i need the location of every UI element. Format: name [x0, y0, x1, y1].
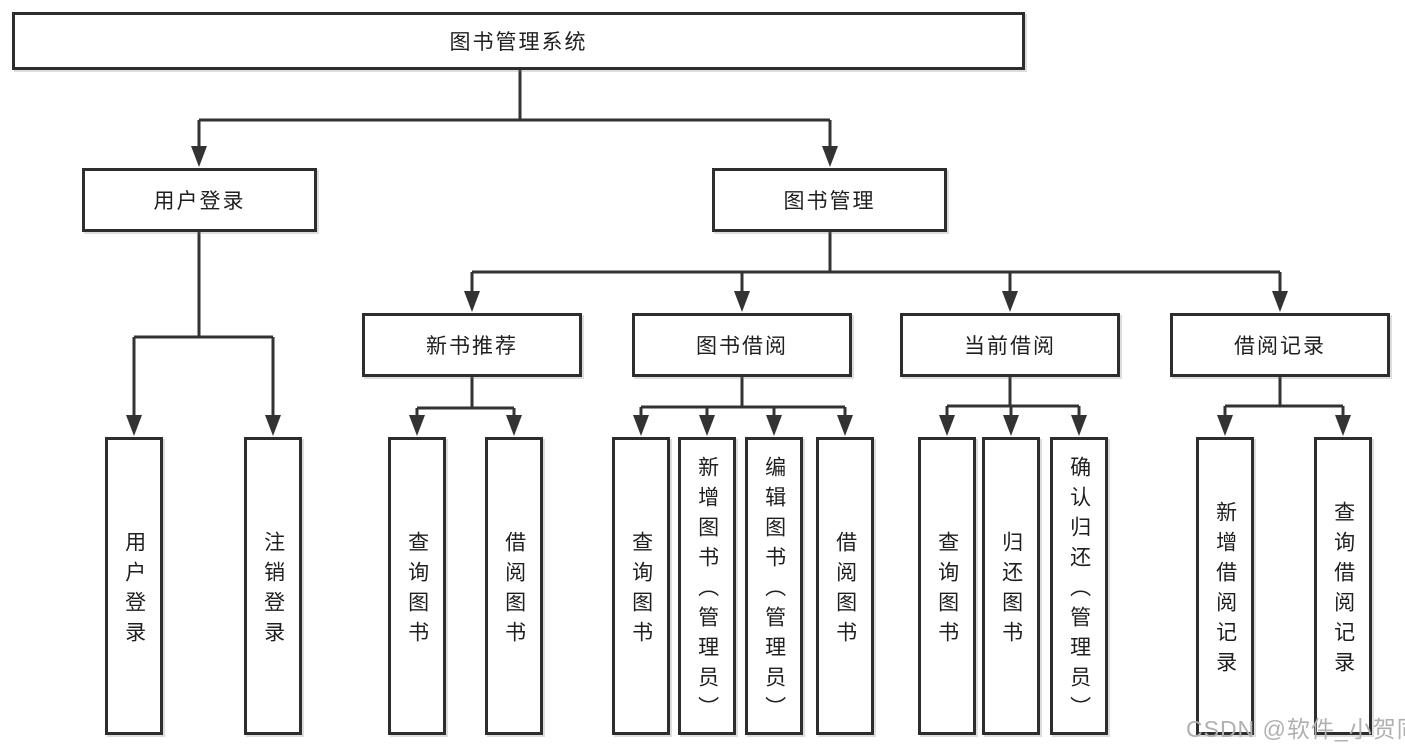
node-label: 编辑图书（管理员）	[762, 455, 786, 726]
node-label: 用户登录	[122, 530, 146, 651]
node-label: 注销登录	[261, 530, 285, 651]
leaf-query-book-recommend: 查询图书	[388, 437, 446, 735]
node-label: 新增图书（管理员）	[695, 455, 719, 726]
leaf-query-book-borrow: 查询图书	[612, 437, 670, 735]
node-new-book-recommendation: 新书推荐	[362, 313, 582, 377]
csdn-watermark: CSDN @软件_小贺同学	[1186, 716, 1405, 742]
node-label: 借阅图书	[502, 530, 526, 651]
node-label: 归还图书	[999, 530, 1023, 651]
leaf-confirm-return-admin: 确认归还（管理员）	[1050, 437, 1108, 735]
leaf-add-book-admin: 新增图书（管理员）	[678, 437, 736, 735]
leaf-edit-book-admin: 编辑图书（管理员）	[745, 437, 803, 735]
leaf-borrow-book: 借阅图书	[816, 437, 874, 735]
leaf-logout: 注销登录	[244, 437, 302, 735]
node-library-management-system: 图书管理系统	[12, 12, 1025, 70]
node-borrowing-records: 借阅记录	[1170, 313, 1390, 377]
leaf-add-borrow-record: 新增借阅记录	[1196, 437, 1254, 735]
node-book-management-branch: 图书管理	[712, 168, 947, 232]
node-label: 查询图书	[935, 530, 959, 651]
node-label: 借阅图书	[833, 530, 857, 651]
leaf-borrow-book-recommend: 借阅图书	[485, 437, 543, 735]
node-user-login-branch: 用户登录	[82, 168, 317, 232]
node-book-borrowing: 图书借阅	[632, 313, 852, 377]
leaf-query-borrow-record: 查询借阅记录	[1314, 437, 1372, 735]
leaf-query-book-current: 查询图书	[918, 437, 976, 735]
node-label: 新增借阅记录	[1213, 500, 1237, 681]
node-label: 查询借阅记录	[1331, 500, 1355, 681]
node-label: 确认归还（管理员）	[1067, 455, 1091, 726]
arrowhead-icons	[126, 146, 1351, 436]
node-label: 查询图书	[629, 530, 653, 651]
node-label: 查询图书	[405, 530, 429, 651]
leaf-return-book: 归还图书	[982, 437, 1040, 735]
node-current-borrowing: 当前借阅	[900, 313, 1120, 377]
leaf-user-login: 用户登录	[105, 437, 163, 735]
